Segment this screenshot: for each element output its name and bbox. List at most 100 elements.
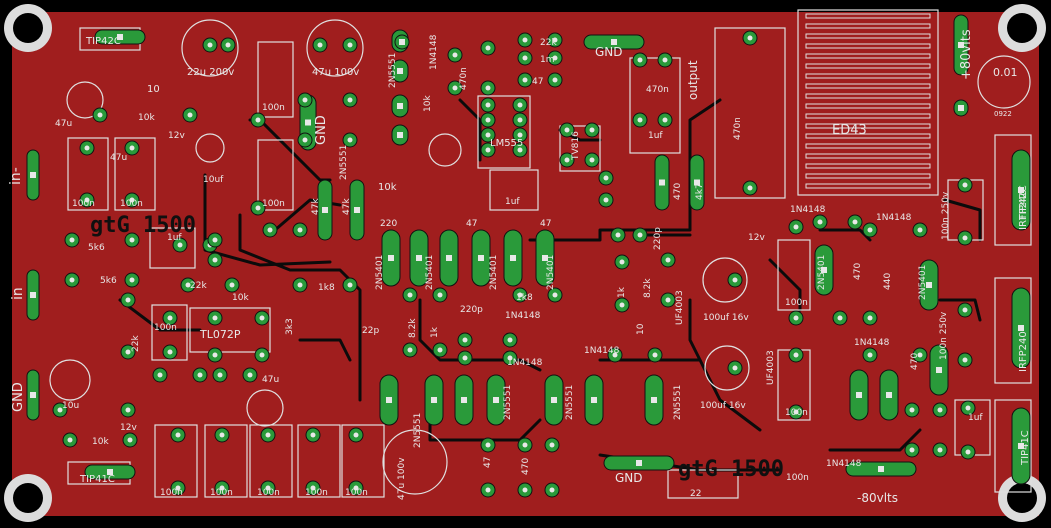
drill-hole [446, 255, 452, 261]
drill-hole [694, 179, 700, 186]
capacitor-label: 100n [786, 473, 809, 483]
drill-hole [878, 466, 884, 472]
drill-hole [397, 68, 403, 74]
drill-hole [867, 352, 873, 358]
resistor-label: 1m [540, 55, 555, 65]
drill-hole [665, 257, 671, 263]
drill-hole [452, 85, 458, 91]
drill-hole [478, 255, 484, 261]
drill-hole [522, 55, 528, 61]
drill-hole [302, 97, 308, 103]
drill-hole [353, 432, 359, 438]
connector-label: GND [11, 382, 26, 412]
drill-hole [462, 355, 468, 361]
capacitor-label: 100n [160, 488, 183, 498]
heatsink [805, 13, 931, 189]
drill-hole [452, 52, 458, 58]
drill-hole [619, 302, 625, 308]
drill-hole [265, 485, 271, 491]
drill-hole [507, 337, 513, 343]
heatsink-fin [805, 183, 931, 189]
drill-hole [619, 259, 625, 265]
resistor-label: 1k8 [516, 293, 533, 303]
drill-hole [185, 282, 191, 288]
drill-hole [917, 352, 923, 358]
drill-hole [30, 172, 36, 178]
drill-hole [821, 267, 827, 273]
drill-hole [517, 117, 523, 123]
drill-hole [510, 255, 516, 261]
chip-label: TIP41C [1020, 430, 1031, 466]
drill-hole [965, 405, 971, 411]
drill-hole [265, 432, 271, 438]
resistor-label: 22k [540, 38, 557, 48]
drill-hole [793, 352, 799, 358]
capacitor-label: 100n [345, 488, 368, 498]
drill-hole [662, 117, 668, 123]
drill-hole [665, 297, 671, 303]
drill-hole [117, 34, 123, 40]
drill-hole [317, 42, 323, 48]
drill-hole [397, 103, 403, 109]
connector-label: 0922 [994, 110, 1012, 118]
drill-hole [437, 347, 443, 353]
drill-hole [353, 485, 359, 491]
drill-hole [507, 355, 513, 361]
drill-hole [552, 55, 558, 61]
connector-label: output [686, 60, 700, 100]
resistor-label: 3k3 [285, 318, 295, 335]
capacitor-label: 100n [262, 103, 285, 113]
connector-label: in [10, 287, 26, 300]
connector-label: GND [314, 115, 329, 145]
chip-label: TIP42C [85, 36, 121, 47]
resistor-label: 470 [910, 353, 920, 370]
drill-hole [84, 145, 90, 151]
drill-hole [589, 127, 595, 133]
connector-label: -80vlts [857, 491, 898, 505]
drill-hole [958, 105, 964, 111]
resistor-label: 1k8 [318, 283, 335, 293]
drill-hole [603, 197, 609, 203]
capacitor-label: 100n 250v [941, 191, 951, 240]
semiconductor-label: 2N5401 [375, 255, 385, 290]
drill-hole [637, 117, 643, 123]
semiconductor-label: 2N5551 [503, 385, 513, 420]
mount-hole [998, 474, 1046, 522]
drill-hole [636, 460, 642, 466]
drill-hole [129, 197, 135, 203]
capacitor-label: 100n [72, 199, 95, 209]
resistor-label: 470 [673, 183, 683, 200]
heatsink-fin [805, 93, 931, 99]
resistor-label: 47 [532, 77, 543, 87]
drill-hole [517, 102, 523, 108]
drill-hole [615, 232, 621, 238]
drill-hole [522, 77, 528, 83]
heatsink-fin [805, 23, 931, 29]
drill-hole [125, 297, 131, 303]
resistor-label: 8.2k [643, 278, 653, 298]
drill-hole [297, 227, 303, 233]
resistor-label: 4k7 [695, 183, 705, 200]
semiconductor-label: 2N5551 [339, 145, 349, 180]
drill-hole [347, 137, 353, 143]
drill-hole [399, 39, 405, 45]
capacitor-label: 47u [262, 375, 279, 385]
drill-hole [485, 117, 491, 123]
resistor-label: 5k6 [100, 276, 117, 286]
drill-hole [69, 277, 75, 283]
resistor-label: 1k [430, 326, 440, 338]
drill-hole [522, 442, 528, 448]
capacitor-label: 220p [653, 227, 663, 250]
heatsink-fin [805, 163, 931, 169]
heatsink-fin [805, 153, 931, 159]
resistor-label: 220 [380, 219, 397, 229]
semiconductor-label: 2N5551 [388, 53, 398, 88]
drill-hole [793, 315, 799, 321]
capacitor-label: 22p [362, 326, 379, 336]
semiconductor-label: 1N4148 [854, 338, 890, 348]
heatsink-fin [805, 33, 931, 39]
drill-hole [542, 255, 548, 261]
semiconductor-label: 2N5551 [413, 413, 423, 448]
capacitor-label: 470n [733, 117, 743, 140]
